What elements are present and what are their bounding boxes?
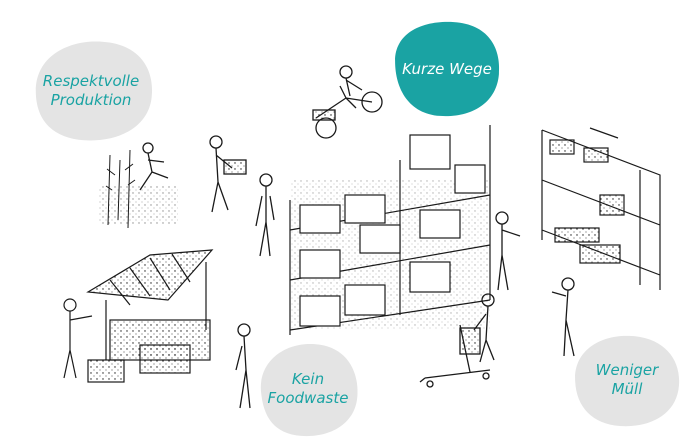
bubble-text: Weniger Müll: [595, 361, 659, 398]
hand-truck-icon: [419, 293, 495, 388]
label-kurze-wege: Kurze Wege: [388, 18, 506, 120]
bubble-shape: [395, 21, 500, 117]
bubble-shape: [260, 343, 358, 437]
label-respektvolle-produktion: Respektvolle Produktion: [22, 35, 160, 147]
bubble-text: Respektvolle Produktion: [42, 72, 140, 109]
person-carrying-crate-icon: [209, 135, 247, 213]
bubble-shape: [575, 335, 680, 427]
bubble-text: Kein Foodwaste: [267, 370, 349, 407]
standing-person-icon: [255, 173, 275, 257]
farmer-person-icon: [139, 142, 169, 191]
bicycle-cargo-icon: [312, 65, 383, 139]
walking-person-icon: [235, 323, 251, 409]
market-stall-icon: [63, 249, 214, 383]
label-kein-foodwaste: Kein Foodwaste: [252, 338, 364, 440]
bubble-shape: [35, 41, 153, 141]
crop-field: [98, 149, 178, 229]
label-weniger-muell: Weniger Müll: [568, 330, 686, 430]
pointing-person-icon: [495, 211, 521, 291]
bubble-text: Kurze Wege: [402, 59, 492, 78]
gesturing-person-icon: [551, 277, 575, 357]
bulk-shelf: [541, 127, 661, 290]
shelf-with-boxes: [289, 125, 491, 335]
